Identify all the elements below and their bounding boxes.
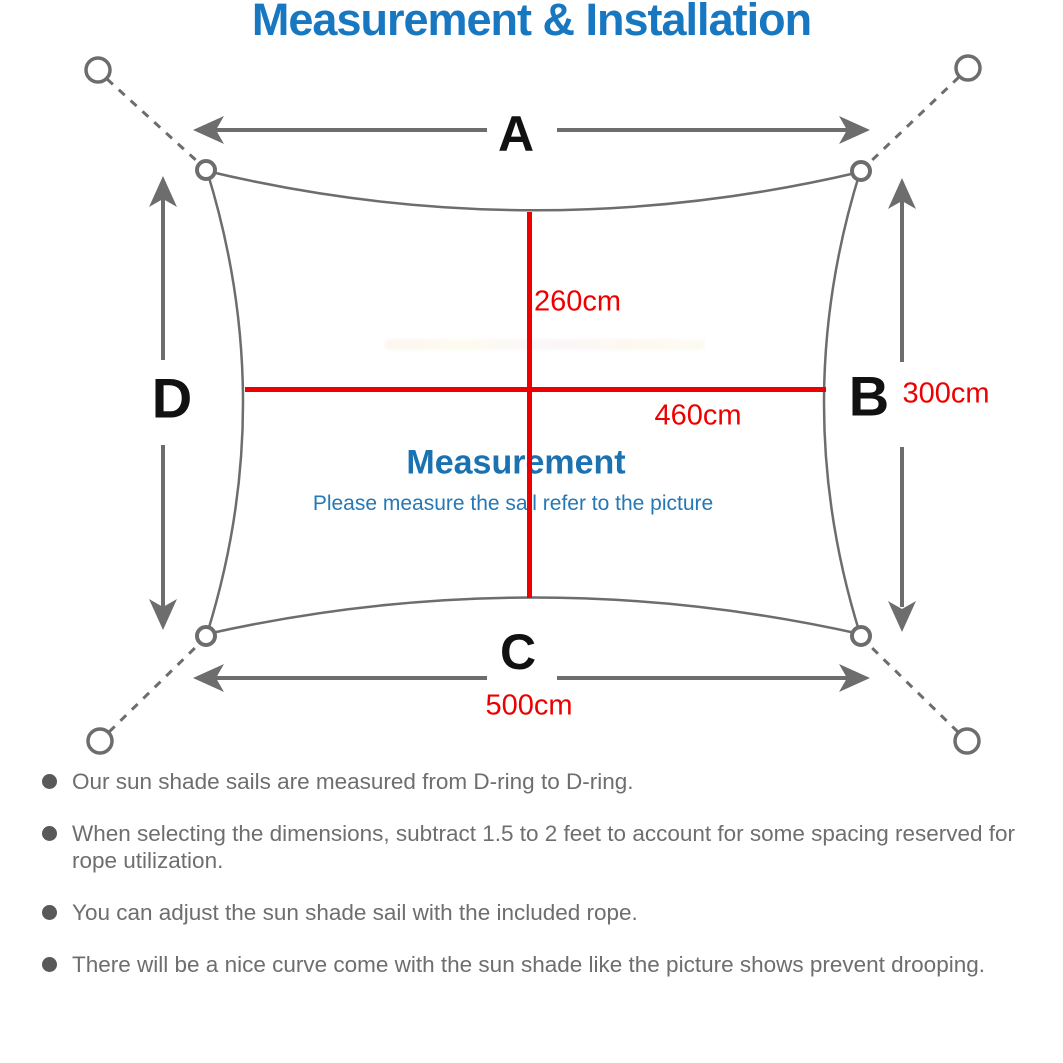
arrow-c — [193, 664, 870, 692]
arrow-b — [888, 178, 916, 632]
arrowhead-left-icon — [193, 116, 224, 144]
label-side-a: A — [497, 106, 535, 162]
bullet-dot-icon — [42, 957, 57, 972]
note-text: When selecting the dimensions, subtract … — [72, 821, 1016, 873]
arrowhead-up-icon — [149, 176, 177, 207]
dimension-horizontal-center: 460cm — [654, 399, 742, 432]
arrowhead-up-icon — [888, 178, 916, 209]
arrowhead-left-icon — [193, 664, 224, 692]
note-text: You can adjust the sun shade sail with t… — [72, 900, 638, 925]
arrow-d — [149, 176, 177, 630]
bullet-dot-icon — [42, 905, 57, 920]
arrowhead-down-icon — [888, 601, 916, 632]
d-ring-icon — [195, 625, 217, 647]
rope-dashed-lines — [105, 75, 961, 734]
note-item: You can adjust the sun shade sail with t… — [42, 899, 1042, 926]
sail-outline — [205, 169, 862, 636]
rope-top-right — [866, 75, 961, 166]
rope-top-left — [105, 77, 201, 165]
d-ring-icon — [850, 625, 872, 647]
note-item: There will be a nice curve come with the… — [42, 951, 1042, 978]
anchor-ring-icon — [953, 727, 981, 755]
anchor-ring-icon — [84, 56, 112, 84]
notes-list: Our sun shade sails are measured from D-… — [42, 768, 1042, 1003]
arrowhead-right-icon — [839, 664, 870, 692]
label-side-c: C — [499, 624, 537, 680]
label-side-b: B — [848, 364, 890, 428]
red-horizontal-measure-line — [245, 387, 826, 392]
dimension-bottom-c: 500cm — [485, 689, 573, 722]
anchor-rings — [84, 54, 982, 755]
faint-watermark — [385, 339, 705, 350]
rope-bottom-right — [866, 642, 960, 734]
note-item: Our sun shade sails are measured from D-… — [42, 768, 1042, 795]
arrowhead-right-icon — [839, 116, 870, 144]
page-title: Measurement & Installation — [251, 0, 812, 45]
bullet-dot-icon — [42, 826, 57, 841]
note-item: When selecting the dimensions, subtract … — [42, 820, 1042, 874]
rope-bottom-left — [107, 642, 201, 734]
anchor-ring-icon — [86, 727, 114, 755]
dimension-vertical-center: 260cm — [534, 285, 622, 318]
note-text: There will be a nice curve come with the… — [72, 952, 985, 977]
d-ring-icon — [850, 160, 872, 182]
arrow-a — [193, 116, 870, 144]
dimension-side-b: 300cm — [902, 377, 990, 410]
red-vertical-measure-line — [527, 212, 532, 598]
sail-diagram — [84, 54, 982, 755]
d-ring-icon — [195, 159, 217, 181]
center-caption-subtitle: Please measure the sail refer to the pic… — [312, 492, 714, 515]
bullet-dot-icon — [42, 774, 57, 789]
note-text: Our sun shade sails are measured from D-… — [72, 769, 634, 794]
sail-corner-rings — [195, 159, 872, 647]
center-caption-title: Measurement — [406, 443, 626, 482]
anchor-ring-icon — [954, 54, 982, 82]
arrowhead-down-icon — [149, 599, 177, 630]
label-side-d: D — [151, 366, 193, 430]
